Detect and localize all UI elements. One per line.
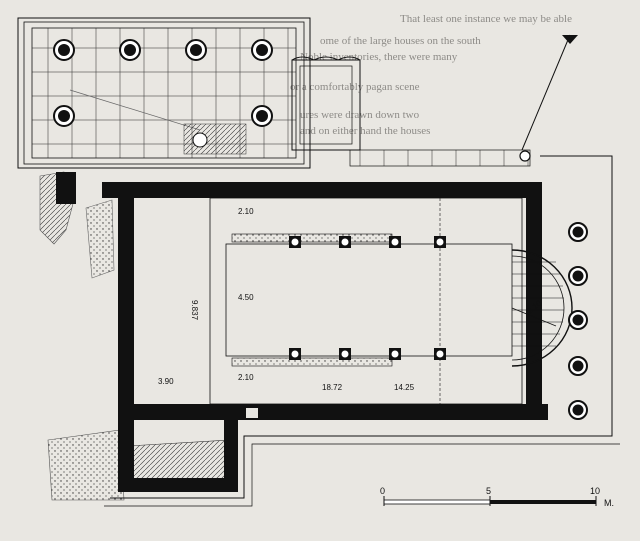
nave-columns: [289, 236, 446, 360]
scale-bar: 0 5 10 M.: [380, 486, 614, 508]
column-base: [339, 236, 351, 248]
north-annex: [291, 56, 531, 167]
dim-nave-length: 14.25: [394, 383, 415, 392]
column-base: [434, 236, 446, 248]
dimension-labels: 2.10 4.50 2.10 9.837 3.90 18.72 14.25 2.…: [158, 207, 544, 392]
column-base: [339, 348, 351, 360]
column-base: [185, 39, 207, 61]
precinct-outline: [104, 155, 620, 507]
scale-tick-0: 0: [380, 486, 385, 496]
column-base: [568, 222, 588, 242]
dim-total-length: 18.72: [322, 383, 343, 392]
nave: [209, 197, 523, 405]
column-base: [53, 39, 75, 61]
east-columns: [568, 222, 588, 420]
scale-unit: M.: [604, 498, 614, 508]
background-text: That least one instance we may be able o…: [290, 13, 572, 137]
dim-north-aisle: 2.10: [238, 207, 254, 216]
basilica-walls: [56, 172, 548, 492]
column-base: [568, 266, 588, 286]
column-base: [53, 105, 75, 127]
ghost-line-6: and on either hand the houses: [300, 125, 430, 137]
scale-tick-5: 5: [486, 486, 491, 496]
column-base: [434, 348, 446, 360]
west-rubble: [39, 171, 231, 501]
dim-west-length: 9.837: [190, 300, 199, 321]
ghost-line-2: ome of the large houses on the south: [320, 35, 481, 47]
column-base: [251, 39, 273, 61]
column-base: [568, 400, 588, 420]
dim-south-aisle: 2.10: [238, 373, 254, 382]
ghost-line-4: or a comfortably pagan scene: [290, 81, 420, 93]
atrium-courtyard: [17, 17, 311, 169]
dim-nave-width: 4.50: [238, 293, 254, 302]
column-base: [568, 310, 588, 330]
column-base: [568, 356, 588, 376]
column-base: [251, 105, 273, 127]
scale-tick-10: 10: [590, 486, 600, 496]
column-base: [119, 39, 141, 61]
dim-narthex-depth: 3.90: [158, 377, 174, 386]
ghost-line-1: That least one instance we may be able: [400, 13, 572, 25]
north-arrow-icon: [521, 34, 578, 151]
synthronon-steps: [512, 261, 564, 347]
column-base: [289, 348, 301, 360]
column-base: [289, 236, 301, 248]
column-base: [389, 348, 401, 360]
apse: [511, 249, 573, 367]
atrium-column-bases: [53, 39, 273, 127]
column-base: [389, 236, 401, 248]
